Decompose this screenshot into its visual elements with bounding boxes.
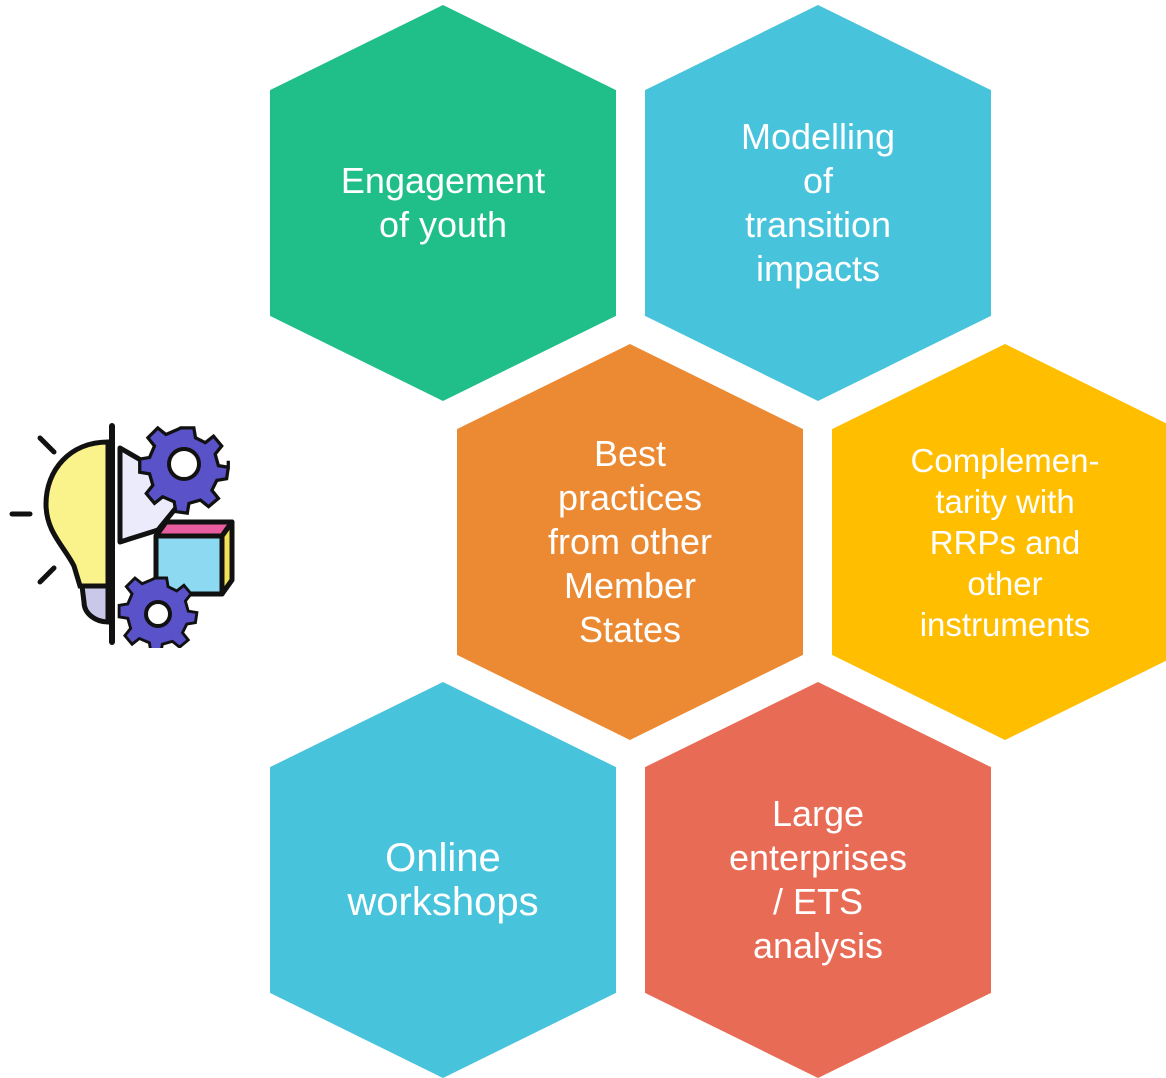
hexagon-label: Modelling of transition impacts (740, 116, 896, 289)
hexagon-label: Best practices from other Member States (547, 433, 713, 650)
hexagon-complementarity: Complemen- tarity with RRPs and other in… (832, 344, 1166, 740)
hexagon-label: Complemen- tarity with RRPs and other in… (910, 441, 1100, 643)
hexagon-label: Large enterprises / ETS analysis (728, 793, 908, 966)
hexagon-online-workshops: Online workshops (270, 682, 616, 1078)
hexagon-label: Engagement of youth (340, 160, 546, 245)
hexagon-engagement-of-youth: Engagement of youth (270, 5, 616, 401)
hexagon-modelling-transition-impacts: Modelling of transition impacts (645, 5, 991, 401)
hexagon-large-enterprises-ets: Large enterprises / ETS analysis (645, 682, 991, 1078)
hexagon-best-practices: Best practices from other Member States (457, 344, 803, 740)
idea-gears-icon (9, 423, 235, 648)
hexagon-label: Online workshops (347, 836, 539, 924)
